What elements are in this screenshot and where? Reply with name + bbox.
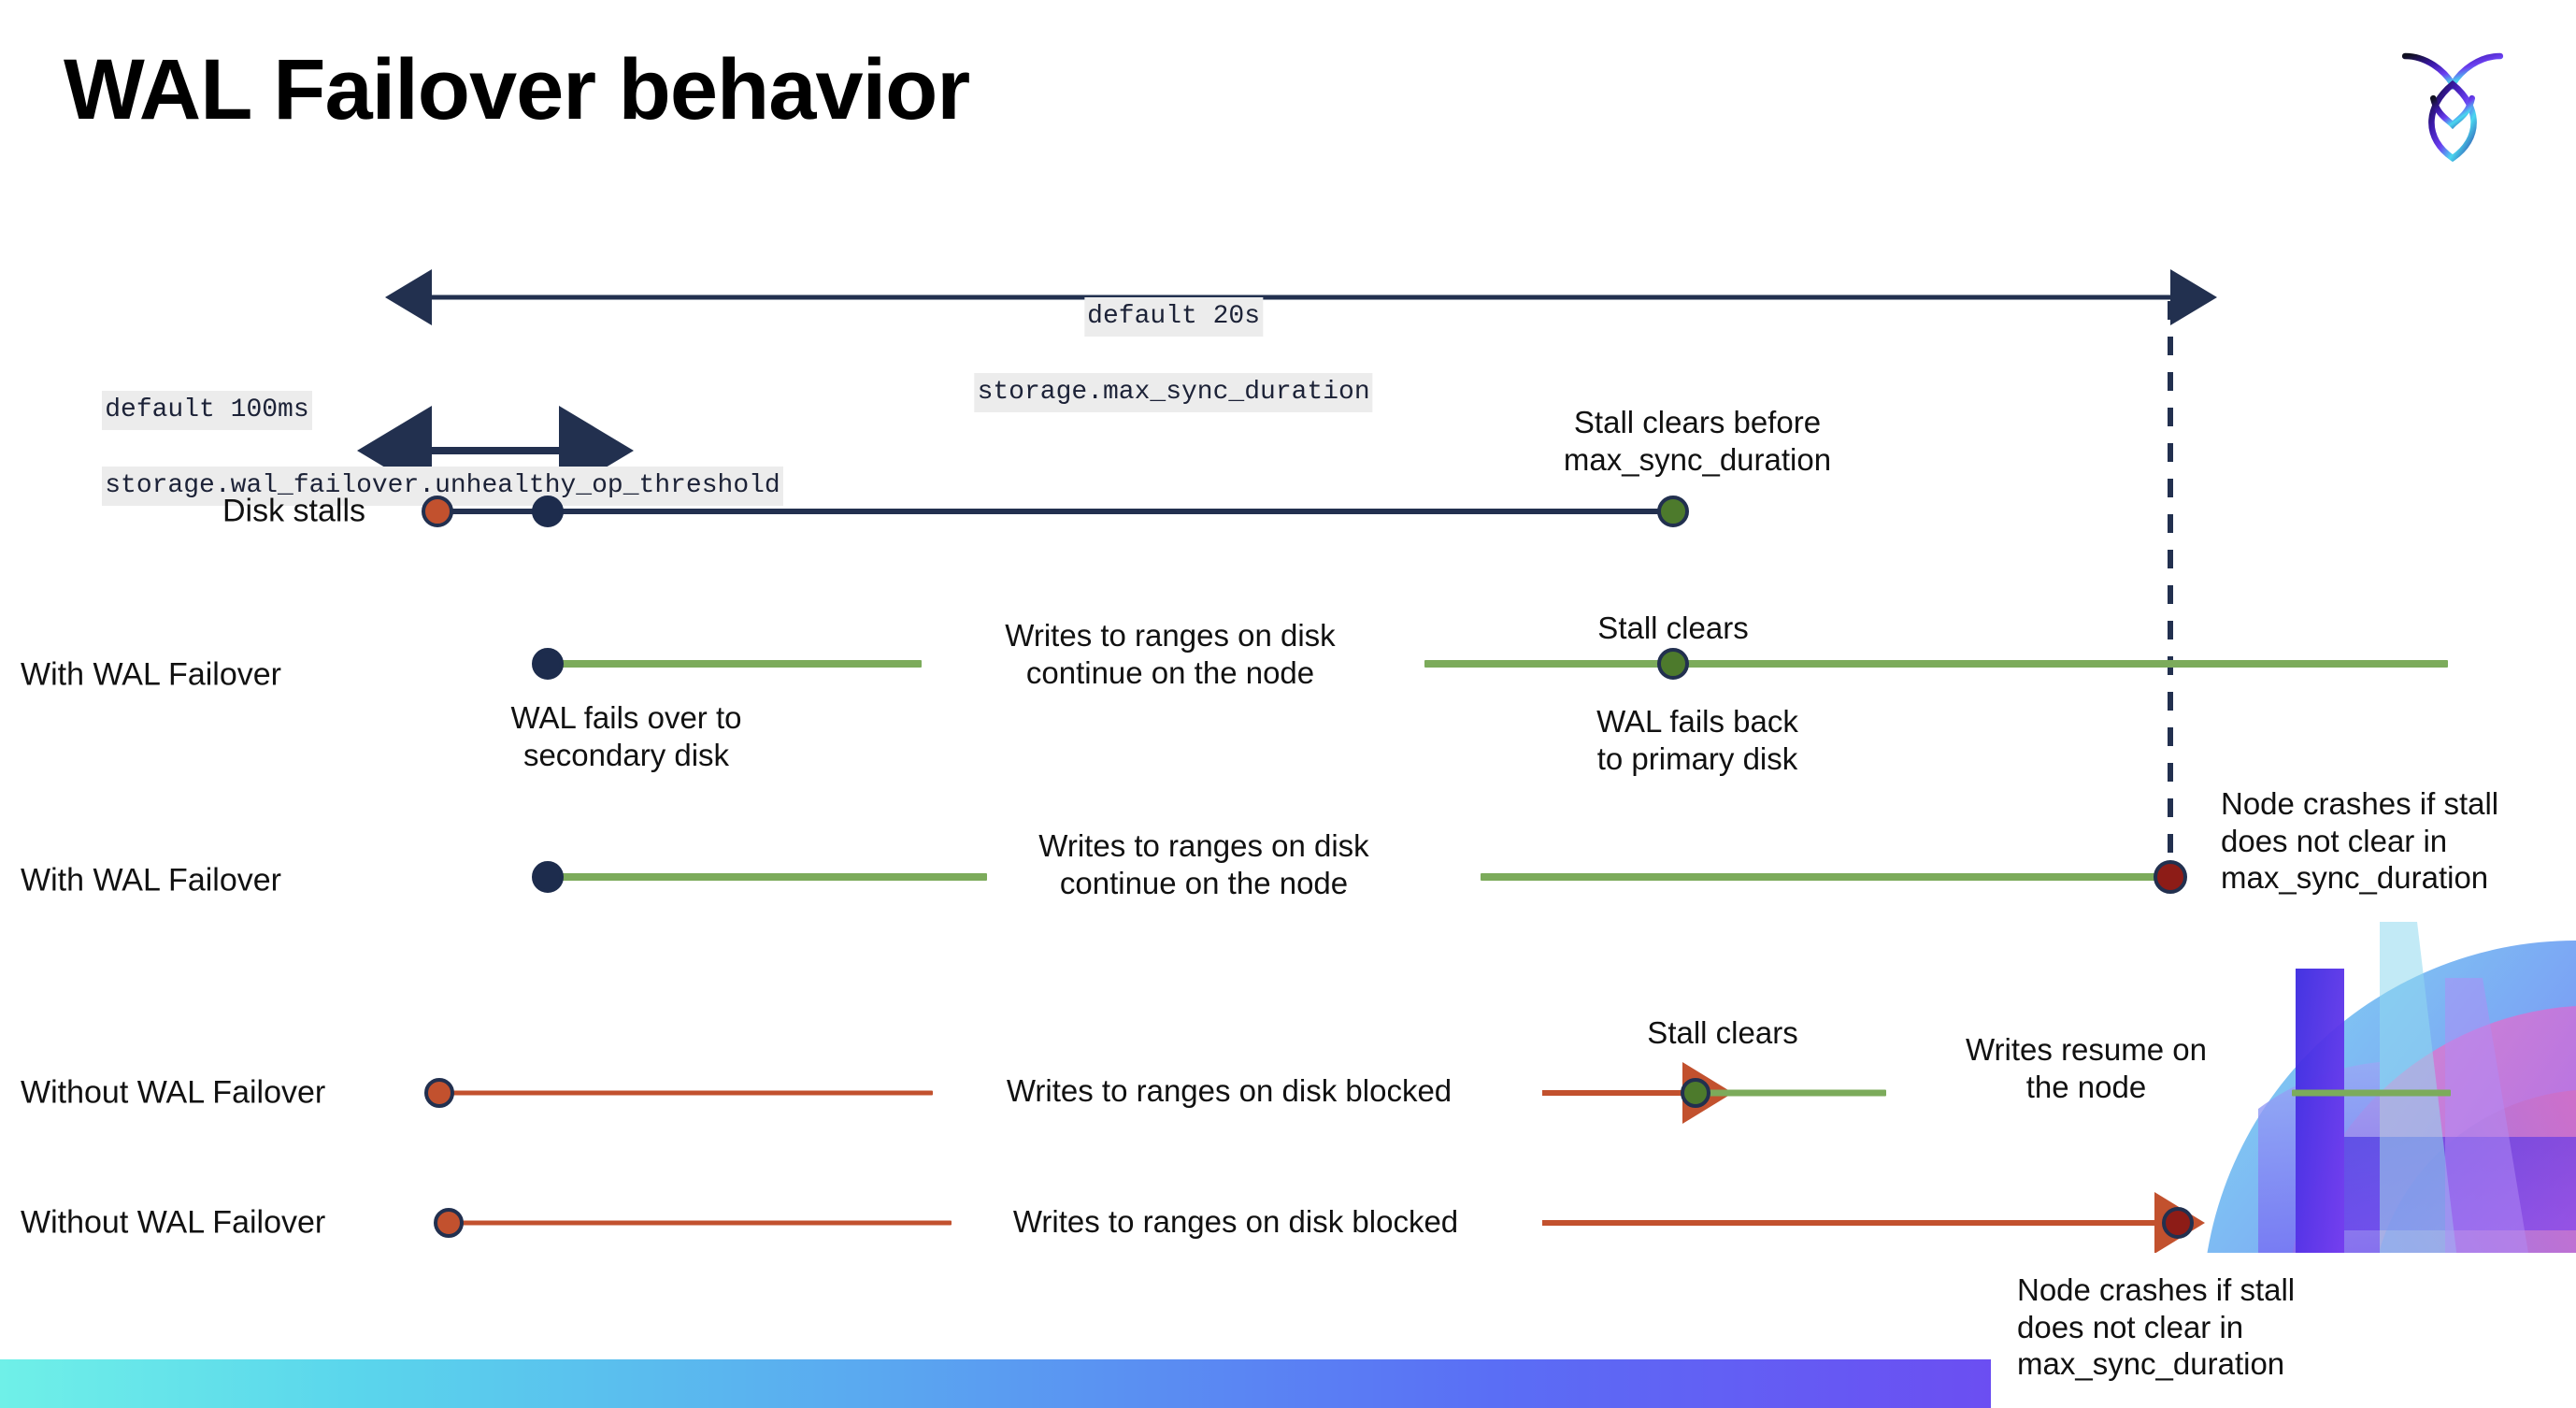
note-writes-continue-1: Writes to ranges on disk continue on the… <box>1005 618 1336 690</box>
note-node-crashes-1: Node crashes if stall does not clear in … <box>2221 786 2499 896</box>
wal-failover-crash-track-right <box>1481 873 2172 881</box>
note-writes-resume: Writes resume on the node <box>1966 1032 2207 1104</box>
disk-stall-clear-dot <box>1657 496 1689 527</box>
max-sync-duration-annotation: default 20s storage.max_sync_duration <box>911 260 1373 450</box>
max-sync-setting-label: storage.max_sync_duration <box>974 373 1373 412</box>
wal-failover-stall-clear-dot <box>1657 648 1689 680</box>
wal-failover-crash-track-left <box>548 873 987 881</box>
disk-stall-threshold-dot <box>532 496 564 527</box>
node-crash-dot-2 <box>2162 1207 2194 1239</box>
note-wal-fails-over: WAL fails over to secondary disk <box>510 700 742 772</box>
without-failover-blocked-track-2 <box>456 1220 952 1226</box>
note-stall-clears-before: Stall clears before max_sync_duration <box>1563 405 1832 477</box>
wal-failover-start-dot <box>532 648 564 680</box>
row-label-disk-stalls: Disk stalls <box>222 493 366 529</box>
row-label-without-wal-failover-2: Without WAL Failover <box>21 1204 326 1241</box>
note-writes-blocked-2: Writes to ranges on disk blocked <box>1012 1204 1459 1239</box>
node-crash-callout-box: Node crashes if stall does not clear in … <box>1991 1253 2576 1408</box>
wal-failover-track-right <box>1424 660 2448 668</box>
disk-stall-start-dot <box>422 496 453 527</box>
node-crash-dot-1 <box>2154 860 2187 894</box>
note-node-crashes-2: Node crashes if stall does not clear in … <box>2017 1272 2296 1382</box>
row-label-without-wal-failover-1: Without WAL Failover <box>21 1074 326 1111</box>
row-label-with-wal-failover-1: With WAL Failover <box>21 656 281 693</box>
row-label-with-wal-failover-2: With WAL Failover <box>21 862 281 898</box>
note-writes-continue-2: Writes to ranges on disk continue on the… <box>1038 828 1369 900</box>
unhealthy-op-threshold-annotation: default 100ms storage.wal_failover.unhea… <box>39 353 783 543</box>
unhealthy-default-label: default 100ms <box>102 390 312 430</box>
without-failover-stall-clear-dot <box>1681 1078 1710 1108</box>
cockroachdb-logo-icon <box>2370 26 2535 176</box>
without-failover-start-dot-1 <box>424 1078 454 1108</box>
disk-stalls-track <box>437 509 1675 514</box>
without-failover-resume-track-b <box>2292 1089 2451 1097</box>
note-stall-clears-2: Stall clears <box>1647 1015 1798 1050</box>
wal-failover-crash-start-dot <box>532 861 564 893</box>
wal-failover-track-left <box>548 660 922 668</box>
page-title: WAL Failover behavior <box>64 42 970 137</box>
max-sync-default-label: default 20s <box>1084 296 1264 337</box>
without-failover-resume-track-a <box>1699 1089 1886 1097</box>
note-writes-blocked-1: Writes to ranges on disk blocked <box>1006 1073 1453 1108</box>
note-wal-fails-back: WAL fails back to primary disk <box>1596 704 1798 776</box>
without-failover-start-dot-2 <box>434 1208 464 1238</box>
without-failover-blocked-track-1 <box>447 1090 933 1096</box>
note-stall-clears-1: Stall clears <box>1597 611 1749 645</box>
